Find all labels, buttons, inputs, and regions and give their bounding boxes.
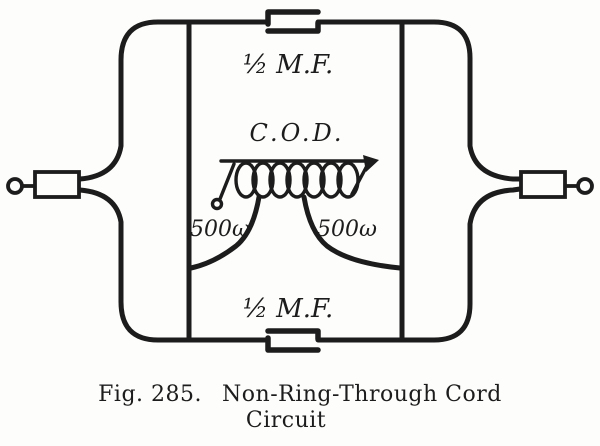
capacitor-bottom-label: ½ M.F. (243, 294, 334, 324)
coil-left-tail (218, 162, 236, 201)
coil-right-arrow (363, 155, 379, 172)
right-plug-body (519, 170, 567, 199)
coil-loop-2 (251, 161, 275, 199)
coil-loop-6 (319, 161, 343, 199)
capacitor-top-plate-upper (265, 9, 321, 27)
coil-loop-5 (302, 161, 326, 199)
left-plug-body (33, 170, 81, 199)
left-plug-tip (6, 177, 24, 195)
non-ring-through-cord-circuit-diagram: ½ M.F. C.O.D. 500ω 500ω ½ M.F. (6, 9, 594, 353)
figure-number: Fig. 285. (98, 382, 203, 407)
coil-loop-4 (285, 161, 309, 199)
coil-loop-7 (336, 161, 360, 199)
winding-lead-left (188, 194, 262, 271)
coil-loop-3 (268, 161, 292, 199)
capacitor-bottom-plate-lower (265, 335, 321, 353)
coil-loop-1 (234, 161, 258, 199)
wire-outer-bottom-right (315, 186, 523, 343)
coil-label: C.O.D. (249, 119, 344, 147)
winding-right-label: 500ω (317, 217, 377, 242)
wire-outer-bottom-left (77, 187, 271, 343)
figure-caption-line1: Fig. 285. Non-Ring-Through Cord (98, 382, 502, 407)
capacitor-bottom-plate-upper (265, 328, 321, 342)
right-plug-tip (576, 177, 594, 195)
capacitor-top-label: ½ M.F. (243, 50, 334, 80)
coil-left-tail-loop (210, 197, 224, 211)
winding-left-label: 500ω (190, 217, 250, 242)
figure-caption: Fig. 285. Non-Ring-Through Cord Circuit (0, 382, 600, 433)
capacitor-top-plate-lower (265, 20, 321, 34)
wire-outer-top-left (77, 19, 271, 182)
winding-lead-right (301, 194, 403, 271)
figure-title-line2: Circuit (245, 408, 327, 433)
wire-outer-top-right (315, 19, 523, 182)
figure-title: Non-Ring-Through Cord (222, 382, 502, 407)
